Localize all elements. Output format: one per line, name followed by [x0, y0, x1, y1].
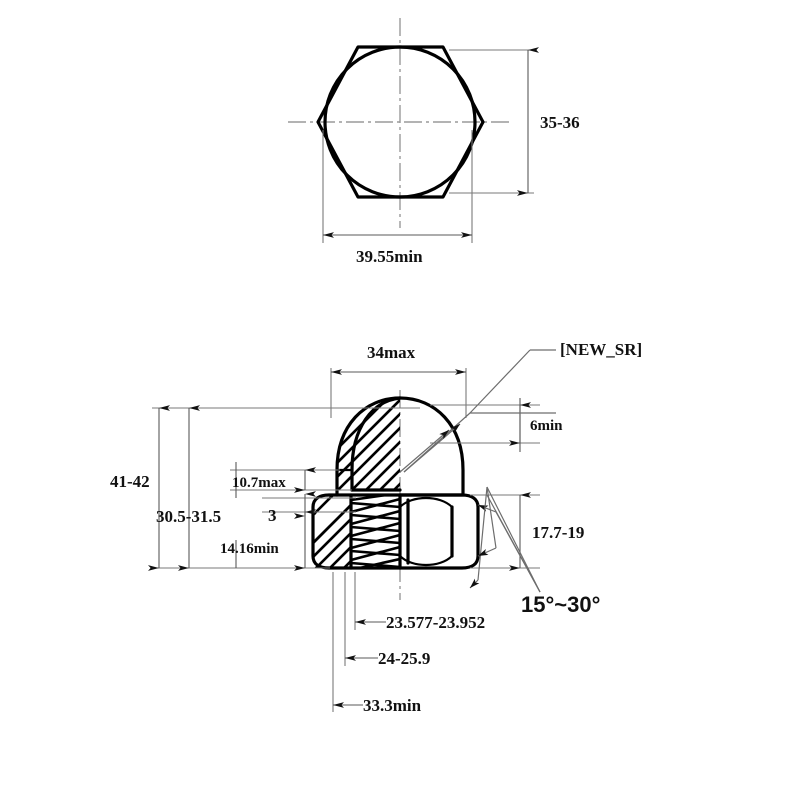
- dim-label-thread-length: 14.16min: [220, 541, 279, 557]
- hex-head-top-view: 35-36 39.55min: [288, 18, 580, 266]
- dim-label-body-height: 17.7-19: [532, 523, 584, 542]
- dim-label-hexwidth: 34max: [367, 343, 416, 362]
- dim-label-overall-height: 41-42: [110, 472, 150, 491]
- dim-label-step: 3: [268, 506, 277, 525]
- leader-chamfer-bottom-arrow: [469, 578, 480, 589]
- annotation-label-radius-note: [NEW_SR]: [560, 340, 642, 359]
- dim-label-dome-clearance: 6min: [530, 418, 563, 434]
- cap-nut-half-section-view: 34max 41-42 30.5-31.5 10.7max 3 14.16min…: [110, 340, 642, 715]
- leader-chamfer-crossA: [486, 486, 541, 593]
- dim-label-flats-min: 33.3min: [363, 696, 422, 715]
- hex-chamfer-arc-bottom: [398, 554, 454, 567]
- leader-chamfer-lower-arrow: [477, 547, 497, 557]
- dim-label-bore-dia: 24-25.9: [378, 649, 430, 668]
- internal-thread-profile: [350, 495, 400, 568]
- leader-chamfer-upper-arrow: [477, 504, 497, 513]
- dim-label-thread-minor-dia: 23.577-23.952: [386, 613, 485, 632]
- dome-radius-arrow: [399, 429, 450, 473]
- body-section-hatching: [313, 495, 351, 568]
- leader-arrow-radius-note: [403, 423, 461, 473]
- dome-inner-cavity-arc: [350, 396, 402, 492]
- hex-chamfer-arc-top: [398, 496, 454, 509]
- leader-diagonal-radius-note: [469, 349, 531, 414]
- dim-label-across-flats: 39.55min: [356, 247, 423, 266]
- annotation-label-chamfer-angle: 15°~30°: [521, 592, 600, 617]
- leader-line-radius-note: [403, 412, 556, 473]
- top-view-hexagon-outline: [316, 45, 485, 199]
- dim-label-across-corners: 35-36: [540, 113, 580, 132]
- leader-chamfer-crossB: [477, 486, 488, 581]
- dim-label-height-to-dome: 30.5-31.5: [156, 507, 221, 526]
- dim-label-counterbore-depth: 10.7max: [232, 475, 286, 491]
- leader-chamfer-lower-link: [486, 486, 497, 549]
